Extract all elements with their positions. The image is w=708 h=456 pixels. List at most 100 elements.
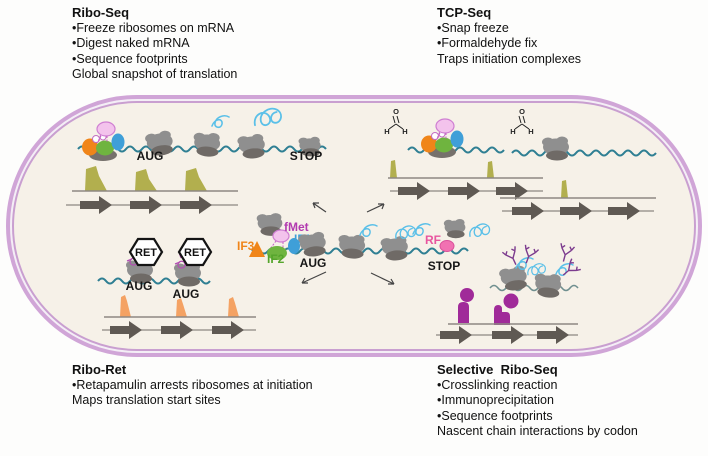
mrna-strand (511, 149, 657, 157)
gene-arrow (161, 321, 193, 339)
if3-label: IF3 (237, 239, 255, 253)
if2-protein (267, 246, 287, 260)
coverage-track (388, 160, 543, 179)
aug-label: AUG (173, 287, 200, 301)
if1-protein (288, 238, 300, 254)
ribosome (192, 131, 222, 158)
aug-label: AUG (137, 149, 164, 163)
nascent-chain (527, 263, 546, 276)
arrow-to-selective (370, 272, 395, 285)
stop-label: STOP (428, 259, 460, 273)
gene-arrow (492, 326, 524, 344)
panel-selective-line: Nascent chain interactions by codon (437, 424, 638, 438)
ribo-seq-scene: AUG STOP (66, 107, 327, 214)
gene-arrow (130, 196, 162, 214)
panel-tcp-seq-line: Traps initiation complexes (437, 51, 582, 66)
panel-ribo-ret-line: •Retapamulin arrests ribosomes at initia… (72, 377, 313, 392)
arrow-to-ribo-ret (301, 271, 327, 284)
coverage-peak (561, 180, 568, 198)
antibody (558, 258, 582, 282)
ret-hexagon (177, 237, 213, 267)
gene-arrow (80, 196, 112, 214)
ret-hexagon (128, 237, 164, 267)
gene-arrow (110, 321, 142, 339)
selective-ribo-seq-scene (436, 242, 582, 344)
aug-label: AUG (300, 256, 327, 270)
ribosome (297, 231, 328, 258)
gene-arrow (537, 326, 569, 344)
arrow-to-tcp-seq (366, 203, 385, 213)
enriched-peak-body (494, 305, 510, 325)
panel-ribo-ret-line: Maps translation start sites (72, 393, 221, 407)
gene-track (102, 321, 256, 339)
gene-arrow (512, 202, 544, 220)
enriched-peak-body (458, 302, 469, 323)
coverage-track (72, 166, 238, 192)
initiation-complex (81, 121, 126, 162)
coverage-peak (185, 168, 207, 191)
gene-arrow (212, 321, 244, 339)
tcp-seq-scene (383, 106, 657, 220)
translation-initiation-scene: fMet IF1 IF3 IF2 AUG RF STOP (237, 202, 491, 285)
gene-arrow (440, 326, 472, 344)
gene-track (390, 182, 543, 200)
ribo-ret-scene: AUG AUG (97, 237, 256, 339)
coverage-peak (487, 161, 494, 178)
initiation-peak (120, 295, 131, 317)
enriched-peak-head (460, 288, 474, 302)
gene-track (66, 196, 238, 214)
aug-label: AUG (126, 279, 153, 293)
ribosome (337, 233, 366, 260)
ribosome (380, 235, 409, 262)
nascent-chain (359, 224, 378, 238)
mrna-strand (489, 284, 579, 292)
panel-ribo-seq-line: •Freeze ribosomes on mRNA (72, 20, 235, 35)
panel-ribo-seq: Ribo-Seq •Freeze ribosomes on mRNA •Dige… (72, 5, 237, 83)
branch-arrows (301, 202, 395, 285)
gene-track (502, 202, 654, 220)
panel-tcp-seq: TCP-Seq •Snap freeze •Formaldehyde fix T… (437, 5, 581, 67)
nascent-chain (253, 107, 282, 127)
if2-label: IF2 (267, 252, 285, 266)
if3-protein (249, 241, 265, 257)
coverage-peak (85, 166, 107, 191)
nascent-chain (211, 115, 230, 129)
coverage-peak (135, 169, 157, 191)
stop-label: STOP (290, 149, 322, 163)
formaldehyde (383, 106, 409, 137)
formaldehyde (509, 106, 535, 137)
coverage-track (104, 295, 256, 318)
panel-ribo-ret-title: Ribo-Ret (72, 362, 127, 377)
initiation-peak (176, 298, 187, 317)
enriched-peak-head (503, 293, 519, 309)
coverage-track (500, 180, 656, 199)
ribosome (532, 272, 563, 299)
gene-arrow (608, 202, 640, 220)
panel-selective-line: •Immunoprecipitation (437, 393, 554, 407)
panel-ribo-seq-line: •Sequence footprints (72, 51, 188, 66)
panel-selective-title: Selective Ribo-Seq (437, 362, 558, 377)
panel-ribo-seq-title: Ribo-Seq (72, 5, 130, 20)
gene-arrow (398, 182, 430, 200)
fmet-label: fMet (284, 220, 309, 234)
panel-tcp-seq-line: •Formaldehyde fix (437, 36, 538, 50)
gene-arrow (448, 182, 480, 200)
initiation-complex (420, 118, 465, 159)
arrow-to-ribo-seq (312, 202, 327, 213)
panel-ribo-ret: Ribo-Ret •Retapamulin arrests ribosomes … (72, 362, 313, 409)
gene-arrow (560, 202, 592, 220)
nascent-chain (469, 223, 491, 238)
panel-ribo-seq-line: •Digest naked mRNA (72, 36, 190, 50)
panel-tcp-seq-line: •Snap freeze (437, 20, 509, 35)
gene-track (436, 326, 578, 344)
panel-selective-line: •Sequence footprints (437, 408, 553, 423)
gene-arrow (180, 196, 212, 214)
ribosome (542, 136, 569, 161)
fmet-trna-icon (272, 229, 290, 243)
ribosome-released (443, 219, 466, 239)
rf-label: RF (425, 233, 441, 247)
ribosome (236, 133, 266, 160)
release-factor (439, 240, 455, 252)
